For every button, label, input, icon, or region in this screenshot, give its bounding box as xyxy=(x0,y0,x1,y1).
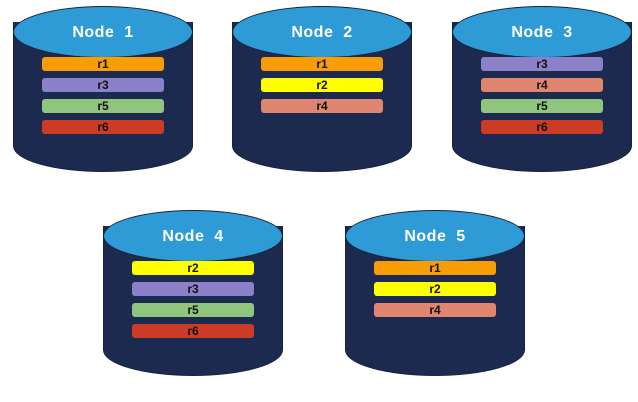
cylinder-top-ellipse: Node 1 xyxy=(13,6,193,58)
record-bar[interactable]: r5 xyxy=(132,303,254,317)
record-list: r1 r3 r5 r6 xyxy=(42,57,164,141)
record-label: r2 xyxy=(316,78,328,92)
record-bar[interactable]: r6 xyxy=(132,324,254,338)
record-label: r2 xyxy=(429,282,441,296)
record-bar[interactable]: r1 xyxy=(374,261,496,275)
record-label: r6 xyxy=(536,120,548,134)
record-label: r5 xyxy=(536,99,548,113)
record-bar[interactable]: r3 xyxy=(42,78,164,92)
record-bar[interactable]: r5 xyxy=(481,99,603,113)
record-bar[interactable]: r1 xyxy=(261,57,383,71)
record-label: r1 xyxy=(316,57,328,71)
record-list: r3 r4 r5 r6 xyxy=(481,57,603,141)
node-label: Node 4 xyxy=(162,228,224,245)
record-bar[interactable]: r5 xyxy=(42,99,164,113)
record-label: r1 xyxy=(97,57,109,71)
record-label: r4 xyxy=(316,99,328,113)
node-label: Node 5 xyxy=(404,228,466,245)
record-label: r3 xyxy=(187,282,199,296)
record-bar[interactable]: r1 xyxy=(42,57,164,71)
record-label: r6 xyxy=(187,324,199,338)
cylinder-top-ellipse: Node 3 xyxy=(452,6,632,58)
record-label: r3 xyxy=(97,78,109,92)
record-bar[interactable]: r2 xyxy=(261,78,383,92)
node-cylinder-2[interactable]: Node 2 r1 r2 r4 xyxy=(232,6,412,184)
record-label: r1 xyxy=(429,261,441,275)
node-cylinder-5[interactable]: Node 5 r1 r2 r4 xyxy=(345,210,525,388)
record-bar[interactable]: r3 xyxy=(481,57,603,71)
record-label: r4 xyxy=(429,303,441,317)
record-list: r1 r2 r4 xyxy=(374,261,496,324)
node-label: Node 2 xyxy=(291,24,353,41)
record-bar[interactable]: r2 xyxy=(132,261,254,275)
record-bar[interactable]: r4 xyxy=(481,78,603,92)
node-cylinder-1[interactable]: Node 1 r1 r3 r5 r6 xyxy=(13,6,193,184)
record-bar[interactable]: r6 xyxy=(481,120,603,134)
node-label: Node 1 xyxy=(72,24,134,41)
record-list: r1 r2 r4 xyxy=(261,57,383,120)
record-bar[interactable]: r3 xyxy=(132,282,254,296)
cylinder-top-ellipse: Node 2 xyxy=(232,6,412,58)
record-label: r3 xyxy=(536,57,548,71)
record-bar[interactable]: r4 xyxy=(261,99,383,113)
record-list: r2 r3 r5 r6 xyxy=(132,261,254,345)
cylinder-top-ellipse: Node 5 xyxy=(345,210,525,262)
record-label: r4 xyxy=(536,78,548,92)
node-cylinder-3[interactable]: Node 3 r3 r4 r5 r6 xyxy=(452,6,632,184)
node-cylinder-4[interactable]: Node 4 r2 r3 r5 r6 xyxy=(103,210,283,388)
record-label: r6 xyxy=(97,120,109,134)
record-bar[interactable]: r6 xyxy=(42,120,164,134)
record-label: r5 xyxy=(97,99,109,113)
cylinder-top-ellipse: Node 4 xyxy=(103,210,283,262)
record-label: r5 xyxy=(187,303,199,317)
node-label: Node 3 xyxy=(511,24,573,41)
record-bar[interactable]: r4 xyxy=(374,303,496,317)
record-bar[interactable]: r2 xyxy=(374,282,496,296)
record-label: r2 xyxy=(187,261,199,275)
